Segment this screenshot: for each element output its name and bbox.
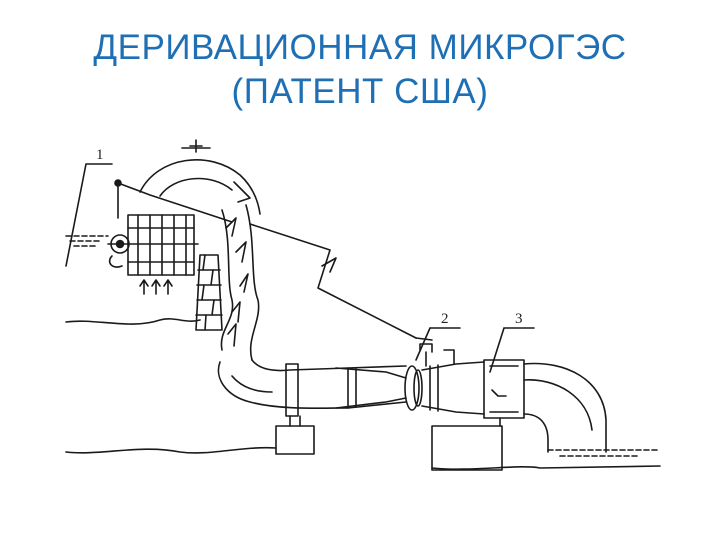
title-line-1: ДЕРИВАЦИОННАЯ МИКРОГЭС [93,28,627,67]
title-line-2: (ПАТЕНТ США) [231,72,489,111]
control-linkage [249,223,433,341]
callout-3-leader [489,327,535,373]
callout-2: 2 [441,311,449,327]
upper-ground-line [65,318,201,325]
slide-title: ДЕРИВАЦИОННАЯ МИКРОГЭС (ПАТЕНТ США) [0,26,720,114]
callout-1-leader [65,163,113,267]
draft-tube [523,362,607,453]
turbine-conduit [217,359,407,417]
callout-3: 3 [515,311,523,327]
foundation-block-right [431,425,503,471]
lifting-lever [114,179,233,223]
generator [483,359,525,419]
foundation-legs [289,415,501,427]
upstream-water-surface [65,235,109,247]
callout-1: 1 [96,147,104,163]
foundation-block-left [275,425,315,455]
turbine-housing [404,343,485,415]
intake-gate [107,214,199,295]
vertical-penstock [220,204,260,361]
lower-ground-line [65,446,277,454]
tailwater-surface [547,449,661,457]
dam-wall [195,254,223,331]
callout-2-leader [415,327,461,361]
tailwater-ground [431,465,661,470]
intake-hood [139,139,261,215]
